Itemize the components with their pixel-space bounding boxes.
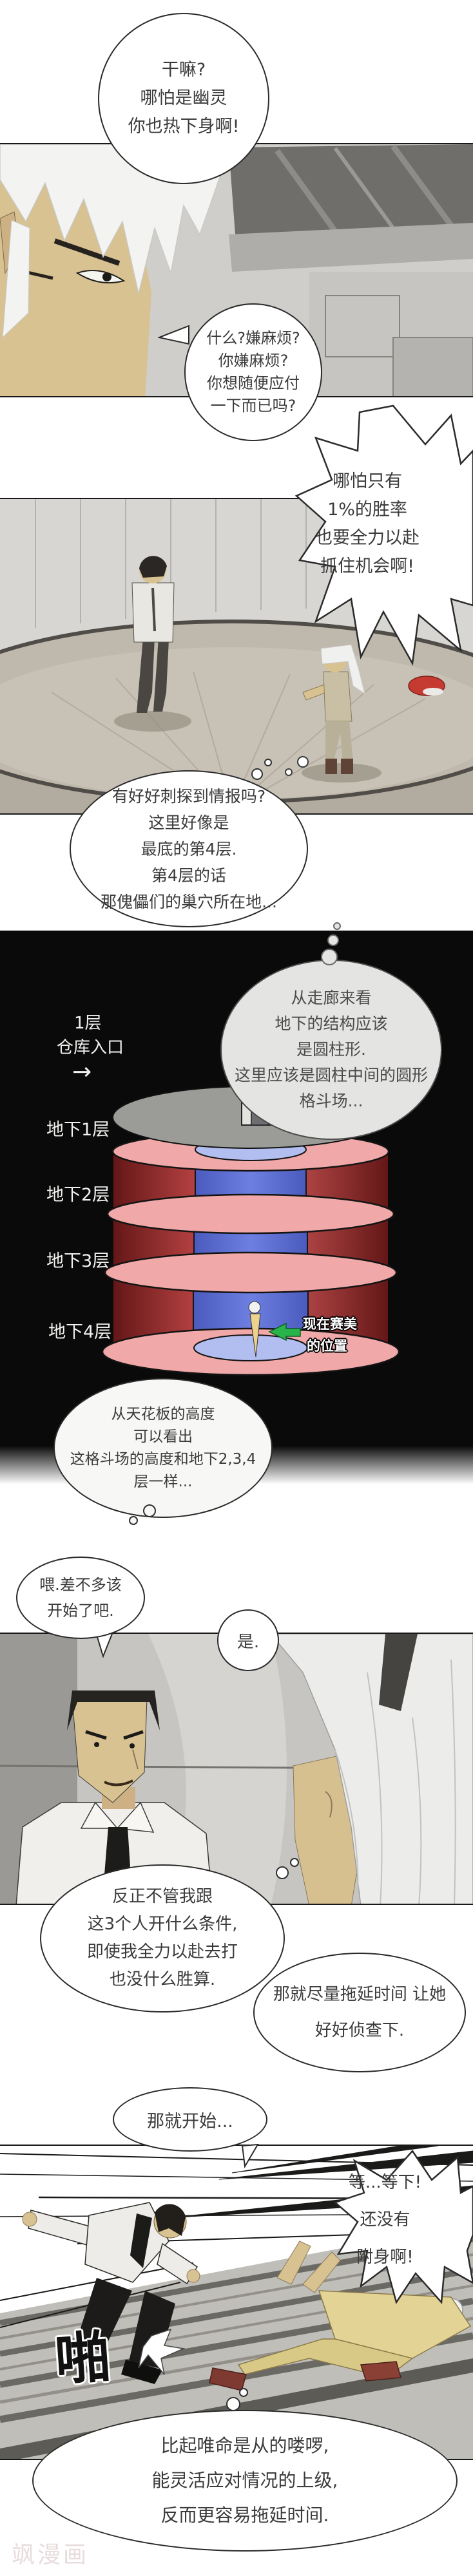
thought-chain-dot: [143, 1504, 156, 1517]
machinery-slab: [229, 144, 473, 234]
speech-bubble-11-tail: [241, 2143, 259, 2169]
machinery-band: [229, 223, 473, 272]
speech-bubble-2: 什么?嫌麻烦?你嫌麻烦?你想随便应付一下而已吗?: [184, 303, 322, 441]
thought-chain-dot: [321, 949, 338, 965]
thought-chain-dot: [251, 768, 263, 780]
thought-chain-dot: [327, 934, 339, 946]
thought-chain-dot: [239, 2388, 248, 2397]
current-position-label: 现在赛美: [303, 1316, 357, 1332]
thought-chain-dot: [264, 759, 272, 766]
thought-chain-dot: [129, 1516, 138, 1525]
panel-arena-two-figures: [0, 498, 473, 815]
speech-bubble-2-tail: [158, 325, 189, 345]
thought-chain-dot: [276, 1866, 289, 1879]
falling-figure: [209, 2240, 472, 2391]
current-position-figure: [248, 1301, 261, 1358]
thought-bubble-4: 有好好刺探到情报吗?这里好像是最底的第4层.第4层的话那傀儡们的巢穴所在地...: [70, 770, 308, 927]
standing-man: [131, 556, 175, 713]
label-basement-2: 地下2层: [46, 1185, 110, 1205]
shout-bubble-3: [294, 404, 473, 666]
thought-chain-dot: [297, 756, 309, 768]
panel-confrontation: [0, 1633, 473, 1905]
speech-bubble-1: 干嘛?哪怕是幽灵你也热下身啊!: [98, 13, 269, 184]
man-shadow: [114, 711, 191, 732]
floor-disc-b2: [106, 1193, 395, 1235]
man-eyebrow: [53, 238, 121, 266]
impact-sfx: 啪: [53, 2325, 113, 2393]
b4-arena-floor: [193, 1334, 308, 1361]
shout-bubble-12-text: 等...等下!还没有附身啊!: [348, 2173, 422, 2267]
speech-bubble-11: 那就开始...: [113, 2087, 267, 2152]
label-floor-1: 1层: [74, 1014, 102, 1033]
current-position-label: 的位置: [307, 1338, 347, 1354]
thought-bubble-5: 从走廊来看地下的结构应该是圆柱形.这里应该是圆柱中间的圆形格斗场...: [220, 960, 442, 1140]
shout-bubble-12: [333, 2149, 473, 2304]
panel-closeup-white-haired-man: [0, 143, 473, 397]
speech-bubble-8: 是.: [217, 1609, 279, 1671]
entrance-arrow-icon: →: [72, 1059, 92, 1085]
man-hair-strand: [2, 220, 30, 339]
dashing-man: [22, 2202, 200, 2384]
thought-chain-dot: [226, 2397, 240, 2411]
thought-bubble-13: 比起唯命是从的喽啰,能灵活应对情况的上级,反而更容易拖延时间.: [32, 2410, 458, 2552]
label-warehouse-entrance: 仓库入口: [57, 1038, 124, 1057]
speech-bubble-7: 喂.差不多该开始了吧.: [16, 1557, 145, 1639]
label-basement-4: 地下4层: [48, 1322, 112, 1342]
thought-chain-dot: [333, 922, 341, 930]
red-object: [408, 676, 445, 696]
white-haired-woman-back: [270, 1634, 473, 1904]
floor-disc-b3: [104, 1251, 398, 1294]
thought-chain-dot: [290, 1858, 299, 1867]
site-watermark: 飒漫画: [12, 2542, 90, 2568]
thought-chain-dot: [285, 768, 293, 776]
speech-bubble-10: 那就尽量拖延时间 让她好好侦查下.: [253, 1953, 466, 2072]
thought-bubble-9: 反正不管我跟这3个人开什么条件,即使我全力以赴去打也没什么胜算.: [40, 1864, 285, 2012]
man-eye: [75, 270, 126, 284]
label-basement-1: 地下1层: [46, 1120, 110, 1140]
label-basement-3: 地下3层: [46, 1251, 110, 1271]
pointing-woman: [302, 644, 365, 774]
position-arrow-icon: [268, 1322, 301, 1341]
